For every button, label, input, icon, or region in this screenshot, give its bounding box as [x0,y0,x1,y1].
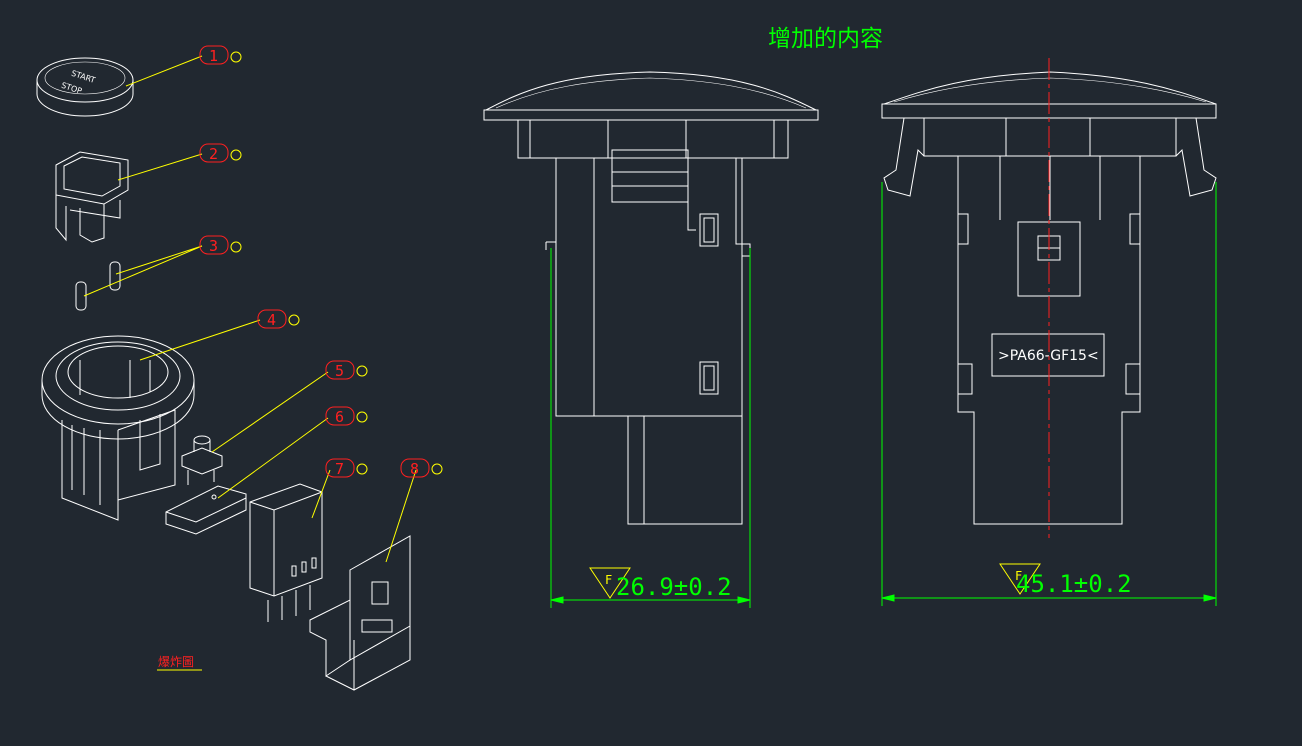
front-view-flag-letter: F [1015,569,1022,583]
callout-7: 7 [325,458,368,478]
exploded-view: START STOP [36,57,411,691]
cap-text-start: START [70,69,96,85]
callout-4-number: 4 [267,311,276,329]
front-view-dimension-value: 45.1±0.2 [1016,570,1132,598]
material-marking: >PA66-GF15< [998,348,1099,364]
side-view [483,71,819,525]
callout-3: 3 [199,235,242,255]
callout-5: 5 [325,360,368,380]
callout-1-number: 1 [209,47,218,65]
part-2-frame [55,151,129,243]
callout-8-number: 8 [410,460,419,478]
side-view-flag: F [589,567,631,599]
explosion-label: 爆炸圖 [158,655,194,669]
side-view-dimension-value: 26.9±0.2 [616,573,732,601]
front-view-flag: F [999,563,1041,595]
callout-2: 2 [199,143,242,163]
part-8-socket [309,535,411,691]
drawing-title: 增加的内容 [768,26,883,52]
callout-8: 8 [400,458,443,478]
callout-1: 1 [199,45,242,65]
part-5-switch [181,435,223,485]
callout-3-number: 3 [209,237,218,255]
part-4-housing [41,335,195,521]
callout-7-number: 7 [335,460,344,478]
part-3-pins [75,261,121,311]
callout-6-number: 6 [335,408,344,426]
front-view [881,71,1217,525]
part-6-pcb [165,485,247,535]
callout-2-number: 2 [209,145,218,163]
callout-leaders [83,55,417,563]
callout-4: 4 [257,309,300,329]
side-view-dimension [550,248,751,608]
callout-6: 6 [325,406,368,426]
part-1-button-cap: START STOP [36,57,134,117]
cap-text-stop: STOP [60,81,83,96]
front-view-dimension [881,182,1217,606]
side-view-flag-letter: F [605,573,612,587]
callout-5-number: 5 [335,362,344,380]
part-7-connector [249,483,323,622]
